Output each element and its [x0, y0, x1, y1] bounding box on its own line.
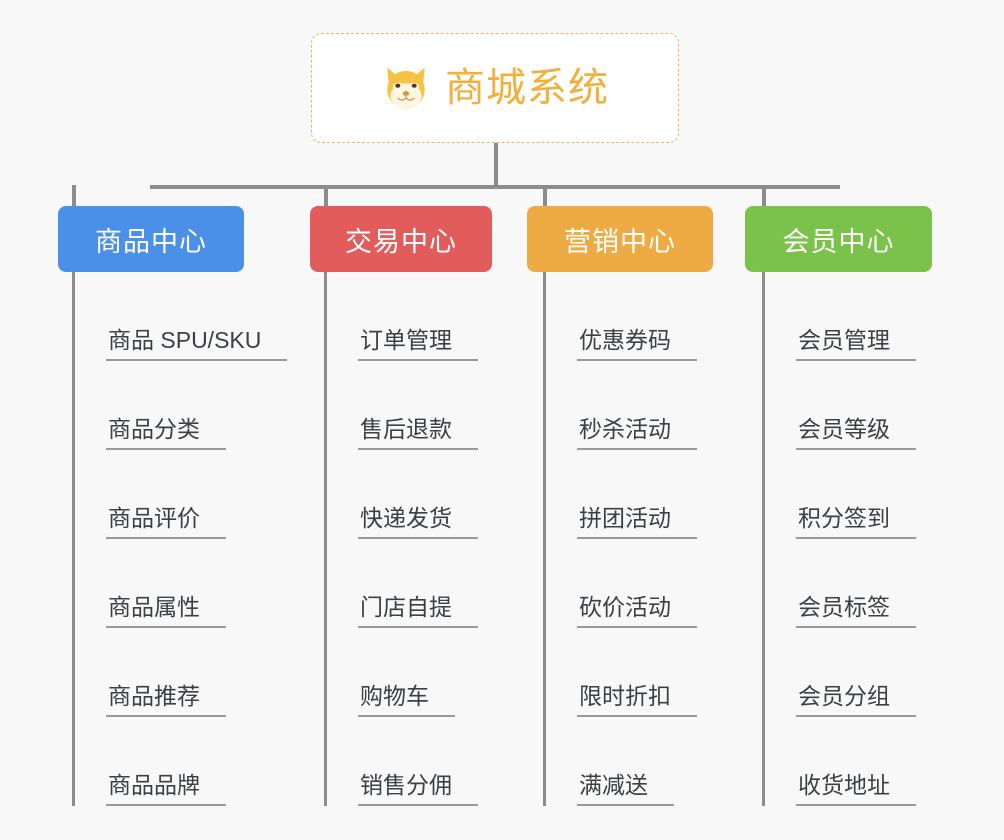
connector-branch-trade-center — [324, 185, 328, 210]
leaf-item-label: 商品推荐 — [106, 683, 226, 717]
leaf-item-label: 满减送 — [577, 772, 674, 806]
leaf-item-label: 门店自提 — [358, 594, 478, 628]
leaf-item[interactable]: 商品评价 — [72, 450, 287, 539]
leaf-item[interactable]: 会员分组 — [762, 628, 916, 717]
leaf-item[interactable]: 收货地址 — [762, 717, 916, 806]
leaf-item[interactable]: 商品分类 — [72, 361, 287, 450]
leaf-item[interactable]: 门店自提 — [324, 539, 478, 628]
leaf-item[interactable]: 购物车 — [324, 628, 478, 717]
leaf-item[interactable]: 商品 SPU/SKU — [72, 272, 288, 361]
leaf-item[interactable]: 商品属性 — [72, 539, 287, 628]
leaf-item[interactable]: 订单管理 — [324, 272, 478, 361]
leaf-item-label: 收货地址 — [796, 772, 916, 806]
leaf-item-label: 购物车 — [358, 683, 455, 717]
leaf-item-label: 拼团活动 — [577, 505, 697, 539]
leaf-column-member-center: 会员管理会员等级积分签到会员标签会员分组收货地址 — [762, 272, 916, 806]
leaf-item-label: 会员等级 — [796, 416, 916, 450]
leaf-column-product-center: 商品 SPU/SKU 商品分类商品评价商品属性商品推荐商品品牌 — [72, 272, 288, 806]
leaf-item[interactable]: 快递发货 — [324, 450, 478, 539]
leaf-item[interactable]: 满减送 — [543, 717, 697, 806]
leaf-item-label: 商品评价 — [106, 505, 226, 539]
leaf-spine-trade-center — [324, 272, 327, 806]
leaf-item-label: 砍价活动 — [577, 594, 697, 628]
connector-branch-product-center — [72, 185, 76, 210]
leaf-item[interactable]: 会员管理 — [762, 272, 916, 361]
leaf-column-marketing-center: 优惠券码秒杀活动拼团活动砍价活动限时折扣满减送 — [543, 272, 697, 806]
leaf-item-label: 商品品牌 — [106, 772, 226, 806]
connector-branch-marketing-center — [543, 185, 547, 210]
leaf-item-label: 会员管理 — [796, 327, 916, 361]
category-header-label: 商品中心 — [95, 226, 207, 257]
shiba-dog-face-icon — [387, 67, 425, 110]
root-node[interactable]: 商城系统 — [311, 33, 679, 143]
leaf-item-label: 销售分佣 — [358, 772, 478, 806]
leaf-item-label: 会员标签 — [796, 594, 916, 628]
category-header-label: 交易中心 — [345, 226, 457, 257]
connector-branch-member-center — [762, 185, 766, 210]
leaf-item-label: 优惠券码 — [577, 327, 697, 361]
root-title: 商城系统 — [445, 66, 609, 110]
leaf-spine-marketing-center — [543, 272, 546, 806]
leaf-item[interactable]: 限时折扣 — [543, 628, 697, 717]
leaf-item[interactable]: 会员等级 — [762, 361, 916, 450]
leaf-item[interactable]: 销售分佣 — [324, 717, 478, 806]
leaf-item[interactable]: 积分签到 — [762, 450, 916, 539]
connector-horizontal-bus — [150, 185, 840, 189]
leaf-item[interactable]: 秒杀活动 — [543, 361, 697, 450]
leaf-item[interactable]: 拼团活动 — [543, 450, 697, 539]
leaf-item-label: 售后退款 — [358, 416, 478, 450]
leaf-spine-product-center — [72, 272, 75, 806]
leaf-item-label: 商品分类 — [106, 416, 226, 450]
leaf-item[interactable]: 优惠券码 — [543, 272, 697, 361]
leaf-item-label: 快递发货 — [358, 505, 478, 539]
category-header-marketing-center[interactable]: 营销中心 — [527, 206, 713, 272]
leaf-item-label: 订单管理 — [358, 327, 478, 361]
leaf-item-label: 限时折扣 — [577, 683, 697, 717]
category-header-label: 会员中心 — [782, 226, 895, 257]
leaf-item[interactable]: 会员标签 — [762, 539, 916, 628]
category-header-label: 营销中心 — [564, 226, 676, 257]
leaf-spine-member-center — [762, 272, 765, 806]
leaf-item-label: 商品 SPU/SKU — [106, 327, 288, 361]
category-header-trade-center[interactable]: 交易中心 — [310, 206, 492, 272]
leaf-item[interactable]: 售后退款 — [324, 361, 478, 450]
leaf-column-trade-center: 订单管理售后退款快递发货门店自提购物车销售分佣 — [324, 272, 478, 806]
connector-root-stem — [494, 143, 498, 188]
leaf-item[interactable]: 商品推荐 — [72, 628, 287, 717]
leaf-item-label: 积分签到 — [796, 505, 916, 539]
leaf-item-label: 会员分组 — [796, 683, 916, 717]
leaf-item-label: 秒杀活动 — [577, 416, 697, 450]
leaf-item[interactable]: 砍价活动 — [543, 539, 697, 628]
category-header-product-center[interactable]: 商品中心 — [58, 206, 244, 272]
leaf-item-label: 商品属性 — [106, 594, 226, 628]
category-header-member-center[interactable]: 会员中心 — [745, 206, 932, 272]
leaf-item[interactable]: 商品品牌 — [72, 717, 287, 806]
